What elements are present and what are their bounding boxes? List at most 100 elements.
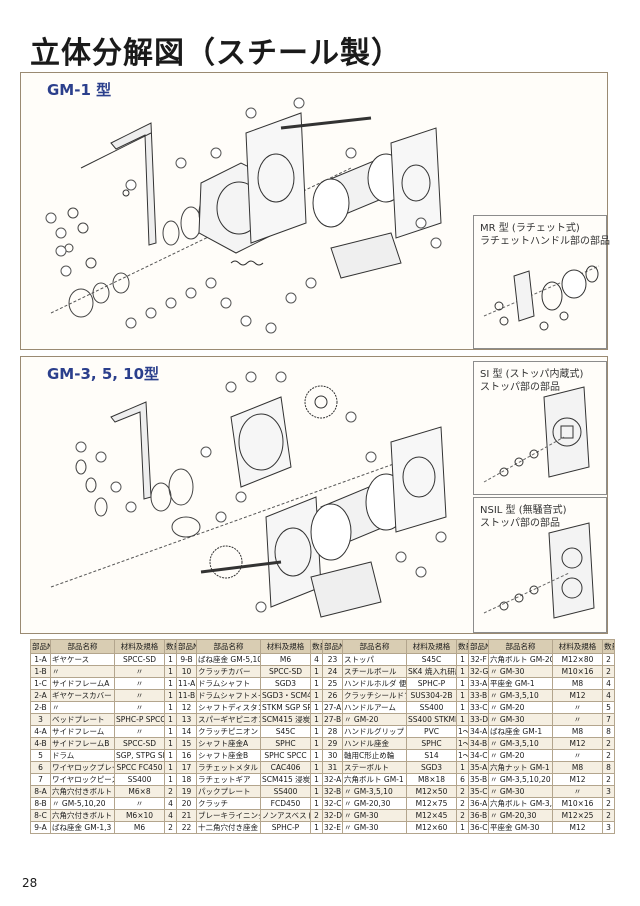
cell-part-name: シャフト座金A: [196, 737, 261, 750]
cell-quantity: 3: [602, 785, 615, 798]
cell-part-name: 平座金 GM-1: [488, 677, 553, 690]
cell-material: M8: [552, 725, 603, 738]
cell-material: SPHC-P: [260, 821, 311, 834]
table-row: 2-B〃〃112シャフトディスタンスピースSTKM SGP SPCC127-Aハ…: [30, 701, 615, 714]
cell-part-no: 3: [30, 713, 51, 726]
cell-part-no: 28: [322, 725, 343, 738]
cell-part-no: 36-A: [468, 797, 489, 810]
cell-part-name: 〃 GM-20: [342, 713, 407, 726]
cell-material: M8: [552, 761, 603, 774]
cell-quantity: 1: [164, 653, 177, 666]
cell-part-name: 〃 GM-20: [488, 701, 553, 714]
cell-part-name: ドラムシャフトメイン: [196, 689, 261, 702]
cell-quantity: 1: [164, 737, 177, 750]
cell-part-name: ギヤケースカバー: [50, 689, 115, 702]
cell-material: SPHC SPCC: [260, 749, 311, 762]
cell-part-name: 軸用C形止め輪: [342, 749, 407, 762]
cell-material: M6: [260, 653, 311, 666]
cell-material: SPHC: [406, 737, 457, 750]
cell-part-name: 〃: [50, 701, 115, 714]
cell-part-no: 1-C: [30, 677, 51, 690]
cell-quantity: 2: [602, 797, 615, 810]
cell-quantity: 2: [602, 737, 615, 750]
cell-part-no: 23: [322, 653, 343, 666]
cell-part-name: 〃 GM-5,10,20: [50, 797, 115, 810]
cell-part-no: 8-B: [30, 797, 51, 810]
cell-material: M10×16: [552, 665, 603, 678]
cell-material: SCM415 浸炭焼入れ: [260, 773, 311, 786]
cell-part-name: 〃 GM-30: [342, 809, 407, 822]
cell-quantity: 4: [602, 677, 615, 690]
cell-material: FCD450: [260, 797, 311, 810]
cell-material: M8: [552, 677, 603, 690]
cell-part-name: 平座金 GM-30: [488, 821, 553, 834]
cell-material: M6×10: [114, 809, 165, 822]
cell-material: M12: [552, 689, 603, 702]
cell-quantity: 2: [602, 809, 615, 822]
cell-part-no: 10: [176, 665, 197, 678]
cell-part-no: 29: [322, 737, 343, 750]
cell-material: 〃: [114, 797, 165, 810]
cell-material: SGP, STPG SPCC, SPHC: [114, 749, 165, 762]
cell-part-no: 36-C: [468, 821, 489, 834]
cell-part-name: 十二角穴付き座金: [196, 821, 261, 834]
cell-quantity: 1: [164, 725, 177, 738]
cell-part-name: サイドフレーム: [50, 725, 115, 738]
cell-part-no: 21: [176, 809, 197, 822]
cell-part-no: 35-C: [468, 785, 489, 798]
cell-part-name: 〃 GM-30: [488, 713, 553, 726]
cell-part-name: クラッチピニオン: [196, 725, 261, 738]
model-label-gm3-5-10: GM-3, 5, 10型: [47, 365, 160, 383]
cell-part-name: クラッチ: [196, 797, 261, 810]
cell-quantity: 1: [310, 821, 323, 834]
cell-part-no: 25: [322, 677, 343, 690]
cell-part-no: 32-E: [322, 821, 343, 834]
cell-part-name: 〃 GM-30: [342, 821, 407, 834]
header-part-name: 部品名称: [196, 639, 261, 654]
cell-material: 〃: [552, 701, 603, 714]
cell-material: S45C: [406, 653, 457, 666]
cell-quantity: 1〜2: [456, 749, 469, 762]
nsil-caption-line2: ストッパ部の部品: [480, 518, 560, 529]
cell-part-name: サイドフレームB: [50, 737, 115, 750]
cell-quantity: 1〜2: [456, 737, 469, 750]
cell-quantity: 7: [602, 713, 615, 726]
cell-part-no: 33-C: [468, 701, 489, 714]
si-stopper-drawing: [474, 362, 606, 494]
cell-part-no: 15: [176, 737, 197, 750]
cell-quantity: 1: [164, 677, 177, 690]
cell-part-name: サイドフレームA: [50, 677, 115, 690]
cell-quantity: 2: [164, 821, 177, 834]
cell-material: M12×25: [552, 809, 603, 822]
cell-quantity: 1: [310, 701, 323, 714]
cell-part-no: 4-A: [30, 725, 51, 738]
cell-material: SK4 焼入れ研磨: [406, 665, 457, 678]
cell-quantity: 4: [164, 797, 177, 810]
header-quantity: 数量/台: [310, 639, 323, 654]
cell-part-name: ワイヤロックプレート: [50, 761, 115, 774]
cell-quantity: 1: [164, 689, 177, 702]
cell-material: M12×50: [406, 785, 457, 798]
cell-part-name: 〃 GM-20: [488, 749, 553, 762]
cell-quantity: 3: [602, 821, 615, 834]
header-part-name: 部品名称: [342, 639, 407, 654]
cell-material: SPHC-P SPCC-SD: [114, 713, 165, 726]
cell-material: SGD3・SCM415 浸炭焼入れ: [260, 689, 311, 702]
cell-part-no: 32-D: [322, 809, 343, 822]
cell-material: STKM SGP SPCC: [260, 701, 311, 714]
cell-part-no: 34-C: [468, 749, 489, 762]
header-material: 材料及規格: [552, 639, 603, 654]
cell-material: 〃: [552, 785, 603, 798]
cell-quantity: 4: [310, 653, 323, 666]
cell-part-name: 〃 GM-3,5,10: [488, 689, 553, 702]
header-part-no: 部品№: [176, 639, 197, 654]
cell-part-name: 〃 GM-30: [488, 665, 553, 678]
cell-material: M12×45: [406, 809, 457, 822]
page-title: 立体分解図（スチール製）: [30, 36, 402, 71]
cell-material: SPHC: [260, 737, 311, 750]
cell-part-no: 8-C: [30, 809, 51, 822]
